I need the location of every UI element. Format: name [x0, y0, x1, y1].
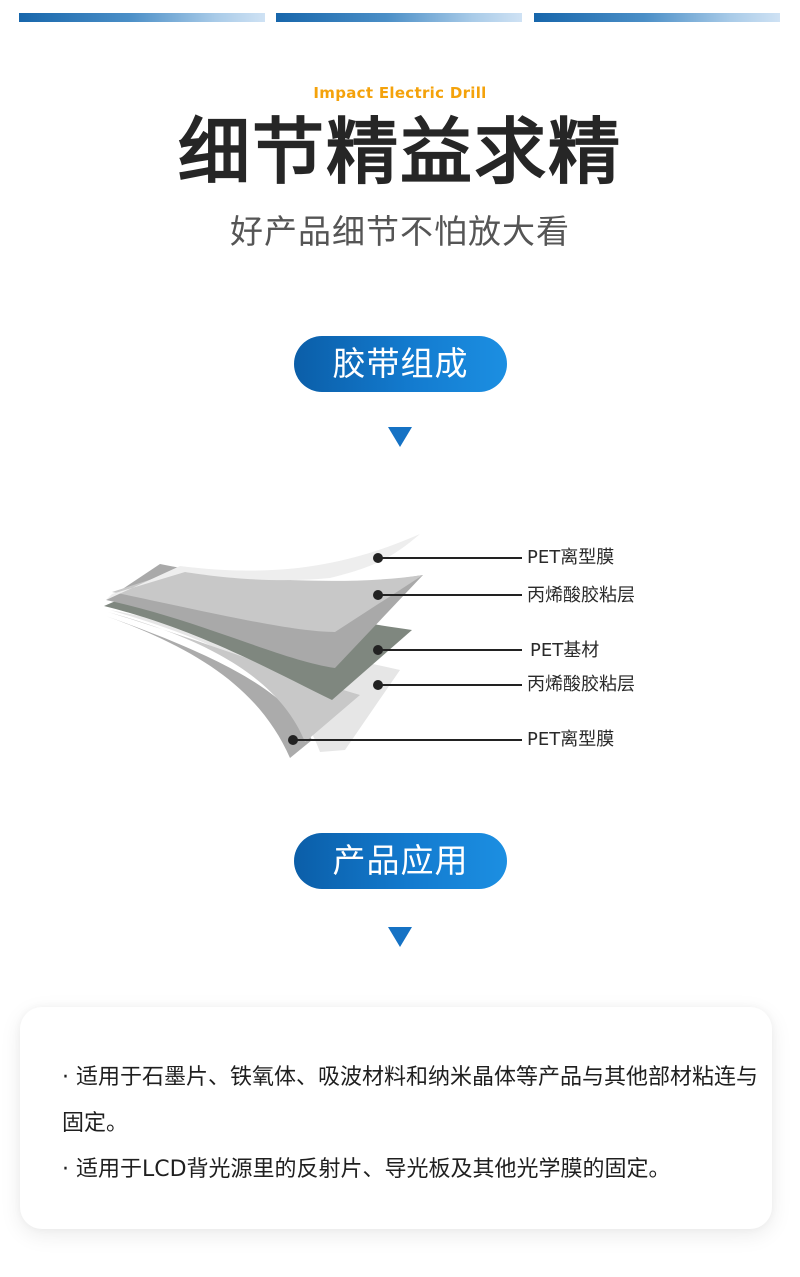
layer-label-pet-substrate: PET基材	[530, 640, 600, 661]
decorative-bar	[19, 13, 265, 22]
layer-stack-illustration	[104, 534, 522, 758]
layer-label-pet-release-film-top: PET离型膜	[527, 547, 615, 568]
slogan: 好产品细节不怕放大看	[230, 212, 570, 251]
decorative-bar	[276, 13, 522, 22]
application-card: · 适用于石墨片、铁氧体、吸波材料和纳米晶体等产品与其他部材粘连与固定。 · 适…	[20, 1007, 772, 1229]
application-list: · 适用于石墨片、铁氧体、吸波材料和纳米晶体等产品与其他部材粘连与固定。 · 适…	[62, 1055, 762, 1193]
triangle-down-icon	[388, 927, 412, 947]
triangle-down-icon	[388, 427, 412, 447]
application-item: · 适用于LCD背光源里的反射片、导光板及其他光学膜的固定。	[62, 1157, 671, 1182]
decorative-bar	[534, 13, 780, 22]
layer-label-pet-release-film-bottom: PET离型膜	[527, 729, 615, 750]
layer-label-acrylic-adhesive-bottom: 丙烯酸胶粘层	[527, 674, 635, 695]
layer-label-acrylic-adhesive-top: 丙烯酸胶粘层	[527, 585, 635, 606]
decorative-top-bars	[0, 13, 800, 23]
page-title: 细节精益求精	[177, 110, 622, 194]
tape-layer-diagram: PET离型膜 丙烯酸胶粘层 PET基材 丙烯酸胶粘层 PET离型膜	[90, 520, 690, 780]
section-badge-product-application: 产品应用	[294, 833, 507, 889]
application-item: · 适用于石墨片、铁氧体、吸波材料和纳米晶体等产品与其他部材粘连与固定。	[62, 1065, 758, 1136]
english-subtitle: Impact Electric Drill	[313, 84, 487, 102]
section-badge-tape-composition: 胶带组成	[294, 336, 507, 392]
